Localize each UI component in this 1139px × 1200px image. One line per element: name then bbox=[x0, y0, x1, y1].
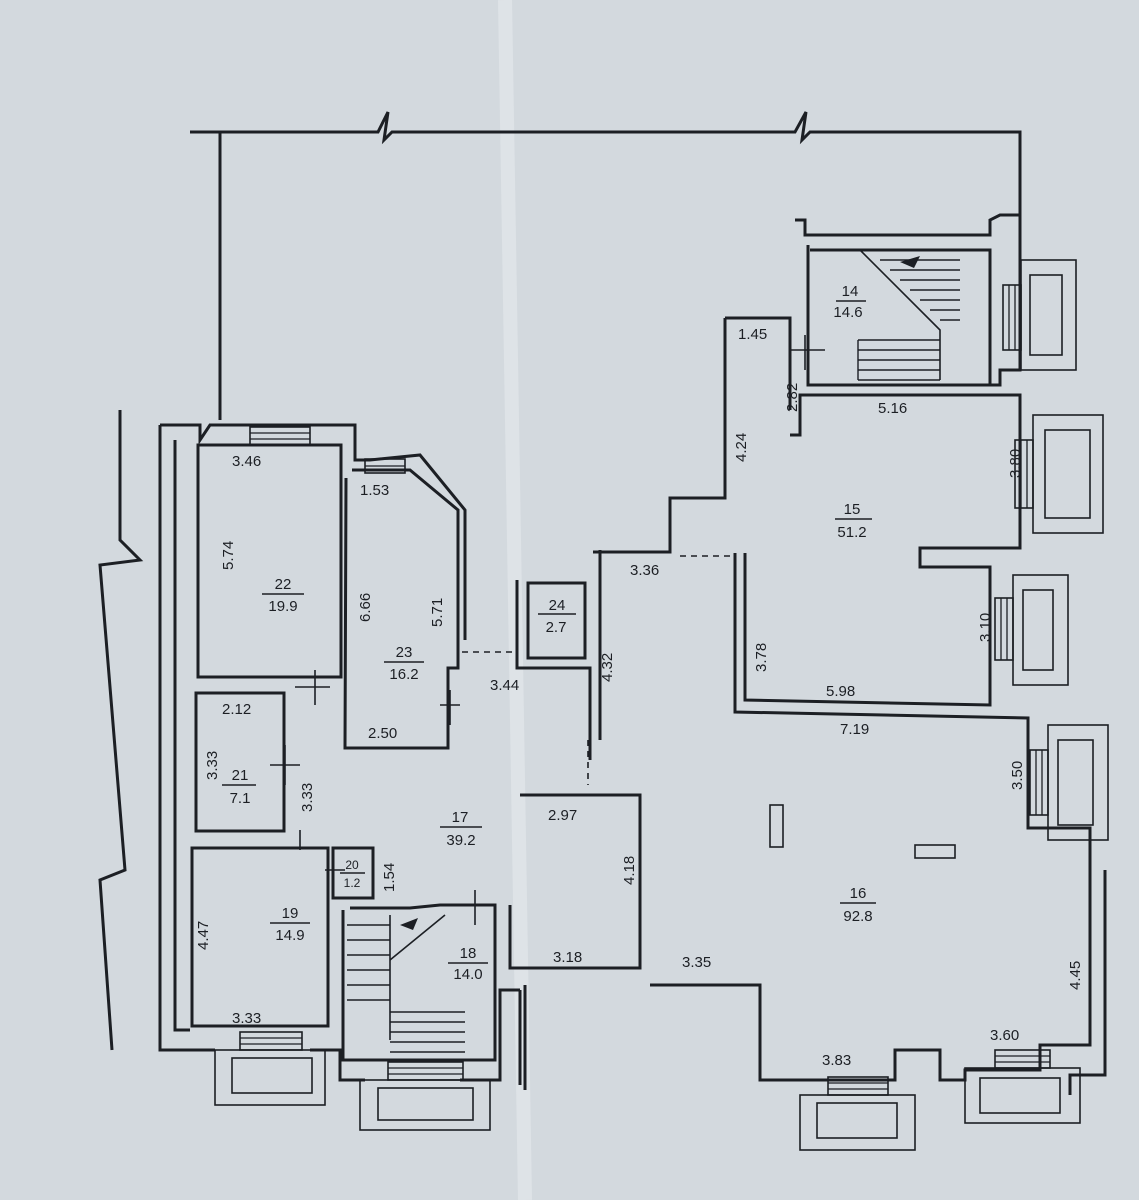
stair-14 bbox=[857, 249, 960, 381]
dimension: 4.24 bbox=[733, 433, 750, 462]
room-19-wall bbox=[190, 846, 330, 1028]
room-22-label: 22 19.9 bbox=[262, 576, 304, 615]
dimension: 2.50 bbox=[368, 725, 397, 742]
paper-fold bbox=[498, 0, 532, 1200]
dimension: 3.80 bbox=[1007, 449, 1024, 478]
dimension: 4.47 bbox=[195, 921, 212, 950]
window-south-19 bbox=[214, 1031, 326, 1106]
room-20-wall bbox=[331, 846, 375, 900]
dimension: 1.53 bbox=[360, 482, 389, 499]
dimension: 5.71 bbox=[429, 598, 446, 627]
room-15-label: 15 51.2 bbox=[835, 501, 872, 541]
dimension: 2.97 bbox=[548, 807, 577, 824]
window-south-18 bbox=[359, 1061, 491, 1131]
room-number: 19 bbox=[282, 905, 299, 922]
dimension: 7.19 bbox=[840, 721, 869, 738]
room-number: 23 bbox=[396, 644, 413, 661]
room-number: 20 bbox=[345, 858, 359, 872]
dimension: 3.33 bbox=[299, 783, 316, 812]
room-area: 7.1 bbox=[230, 790, 251, 807]
room-14-label: 14 14.6 bbox=[833, 283, 866, 321]
dimension: 3.44 bbox=[490, 677, 519, 694]
room-area: 14.9 bbox=[275, 927, 304, 944]
stair-arrow-icon bbox=[400, 918, 418, 930]
column bbox=[914, 844, 956, 859]
room-16-label: 16 92.8 bbox=[840, 885, 876, 925]
window-south-16a bbox=[799, 1076, 916, 1151]
room-number: 14 bbox=[842, 283, 859, 300]
dimension: 3.50 bbox=[1009, 761, 1026, 790]
window-north-22 bbox=[249, 426, 311, 446]
dimension: 5.74 bbox=[220, 541, 237, 570]
dimension: 3.46 bbox=[232, 453, 261, 470]
window-east-15b bbox=[994, 574, 1069, 686]
room-area: 2.7 bbox=[546, 619, 567, 636]
room-23-label: 23 16.2 bbox=[384, 644, 424, 683]
room-area: 14.6 bbox=[833, 304, 862, 321]
room-area: 92.8 bbox=[843, 908, 872, 925]
room-23-wall bbox=[343, 468, 460, 750]
window-north-23 bbox=[364, 458, 406, 474]
dimension: 3.60 bbox=[990, 1027, 1019, 1044]
room-number: 16 bbox=[850, 885, 867, 902]
dimension: 6.66 bbox=[357, 593, 374, 622]
window-east-16 bbox=[1029, 724, 1109, 841]
room-area: 14.0 bbox=[453, 966, 482, 983]
site-boundary bbox=[98, 111, 1022, 1051]
door-marks bbox=[270, 335, 825, 925]
room-number: 21 bbox=[232, 767, 249, 784]
dimension: 3.18 bbox=[553, 949, 582, 966]
room-17-label: 17 39.2 bbox=[440, 809, 482, 849]
dimension: 1.45 bbox=[738, 326, 767, 343]
dimension: 4.45 bbox=[1067, 961, 1084, 990]
room-area: 51.2 bbox=[837, 524, 866, 541]
room-area: 16.2 bbox=[389, 666, 418, 683]
room-14-wall bbox=[795, 213, 1022, 387]
dimension: 1.54 bbox=[381, 863, 398, 892]
window-south-16b bbox=[964, 1049, 1081, 1124]
room-area: 19.9 bbox=[268, 598, 297, 615]
room-20-label: 20 1.2 bbox=[340, 858, 365, 890]
west-block-walls bbox=[158, 423, 522, 1085]
room-24-wall bbox=[526, 581, 587, 660]
room-21-label: 21 7.1 bbox=[222, 767, 256, 807]
dimension-labels: 1.45 2.82 5.16 4.24 3.80 3.36 3.78 3.10 … bbox=[195, 326, 1084, 1069]
room-18-label: 18 14.0 bbox=[448, 945, 488, 983]
room-number: 17 bbox=[452, 809, 469, 826]
dimension: 5.16 bbox=[878, 400, 907, 417]
stair-arrow-icon bbox=[900, 256, 920, 268]
room-19-label: 19 14.9 bbox=[270, 905, 310, 944]
dimension: 4.18 bbox=[621, 856, 638, 885]
dimension: 3.36 bbox=[630, 562, 659, 579]
column bbox=[769, 804, 784, 848]
room-15-wall bbox=[743, 393, 1022, 707]
room-number: 22 bbox=[275, 576, 292, 593]
window-east-15 bbox=[1014, 414, 1104, 534]
room-area: 39.2 bbox=[446, 832, 475, 849]
room-24-label: 24 2.7 bbox=[538, 597, 576, 636]
dimension: 3.78 bbox=[753, 643, 770, 672]
room-labels: 14 14.6 15 51.2 16 92.8 17 39.2 18 14.0 … bbox=[222, 283, 876, 983]
window-east-14 bbox=[1002, 259, 1077, 371]
room-number: 15 bbox=[844, 501, 861, 518]
dimension: 5.98 bbox=[826, 683, 855, 700]
dimension: 3.33 bbox=[232, 1010, 261, 1027]
dimension: 3.83 bbox=[822, 1052, 851, 1069]
dimension: 3.33 bbox=[204, 751, 221, 780]
dimension: 3.10 bbox=[977, 613, 994, 642]
dimension: 3.35 bbox=[682, 954, 711, 971]
stair-18 bbox=[347, 914, 465, 1053]
dimension: 2.12 bbox=[222, 701, 251, 718]
room-area: 1.2 bbox=[344, 876, 361, 890]
room-number: 18 bbox=[460, 945, 477, 962]
dimension: 2.82 bbox=[784, 383, 801, 412]
room-16-wall bbox=[593, 318, 727, 554]
room-number: 24 bbox=[549, 597, 566, 614]
room-21-wall bbox=[194, 691, 286, 833]
dimension: 4.32 bbox=[599, 653, 616, 682]
